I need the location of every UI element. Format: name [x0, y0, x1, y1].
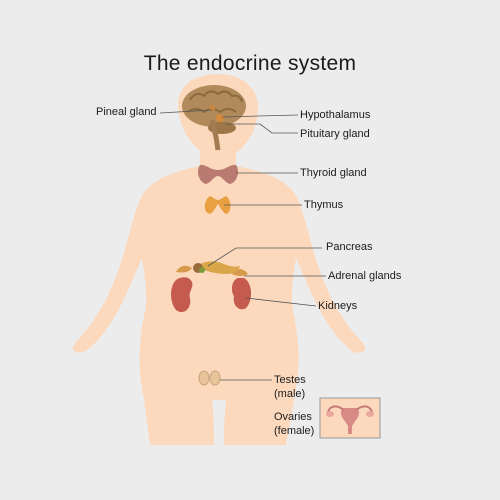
- label-testes-line1: Testes: [274, 374, 306, 386]
- testis-right: [209, 370, 221, 386]
- label-thyroid-gland: Thyroid gland: [300, 167, 367, 179]
- label-pituitary-gland: Pituitary gland: [300, 128, 370, 140]
- thyroid-gland: [198, 164, 238, 184]
- hypothalamus-marker: [216, 114, 224, 122]
- pineal-marker: [209, 105, 215, 111]
- kidneys-leader: [245, 297, 317, 307]
- adrenal-left: [176, 265, 192, 273]
- label-hypothalamus: Hypothalamus: [300, 109, 371, 121]
- label-ovaries-line2: (female): [274, 425, 315, 437]
- label-ovaries: Ovaries (female): [274, 410, 314, 438]
- kidney-right: [231, 278, 252, 310]
- kidney-left: [171, 277, 193, 313]
- diagram-title: The endocrine system: [143, 52, 357, 75]
- brain: [182, 85, 246, 151]
- label-ovaries-line1: Ovaries: [274, 411, 312, 423]
- thymus: [204, 196, 231, 214]
- label-kidneys: Kidneys: [318, 300, 358, 312]
- label-pineal-gland: Pineal gland: [96, 106, 157, 118]
- label-thymus: Thymus: [304, 199, 344, 211]
- pancreas-leader: [207, 247, 322, 267]
- label-adrenal-glands: Adrenal glands: [328, 270, 402, 282]
- label-testes-line2: (male): [274, 388, 306, 400]
- leader-lines: [159, 109, 326, 381]
- body-silhouette: [72, 74, 366, 445]
- label-testes: Testes (male): [274, 373, 306, 401]
- hypothalamus-leader: [221, 114, 299, 118]
- pancreas: [196, 261, 240, 274]
- testis-left: [198, 370, 210, 386]
- label-pancreas: Pancreas: [326, 241, 373, 253]
- leg-gap: [212, 400, 226, 446]
- pituitary-leader: [226, 123, 298, 134]
- pineal-leader: [159, 109, 213, 114]
- ovaries-inset: [319, 397, 381, 439]
